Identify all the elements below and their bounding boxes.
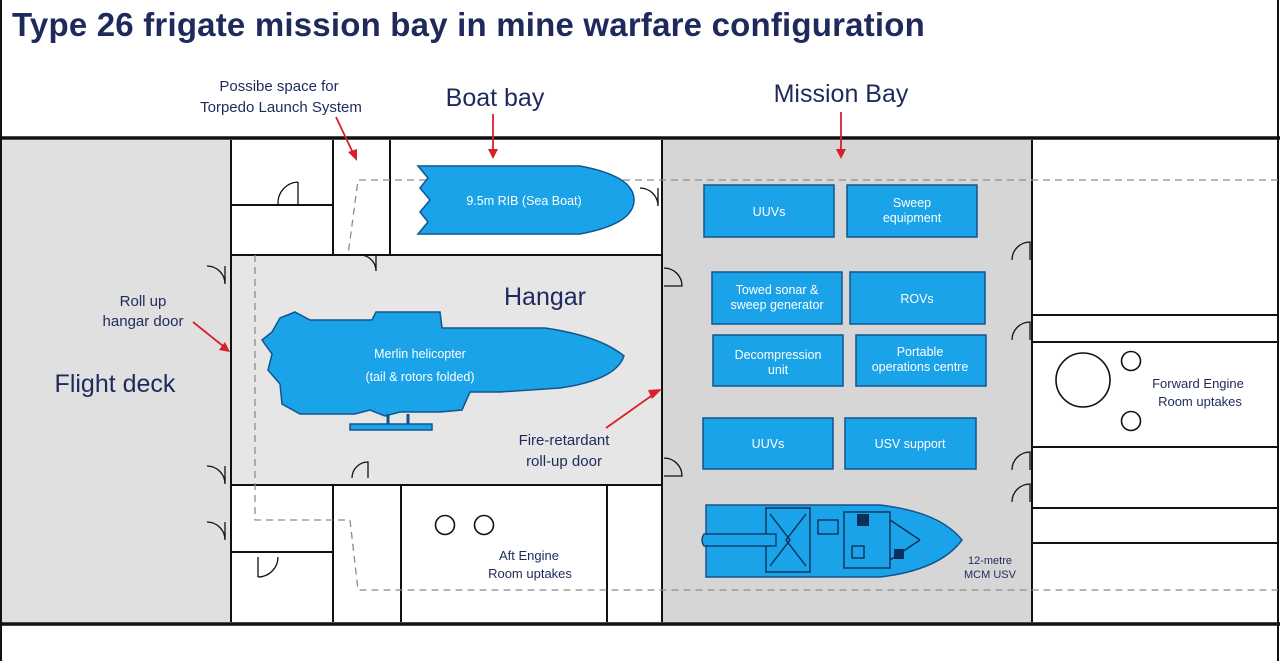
decomp-label: Decompression <box>735 348 822 362</box>
door-icon <box>663 267 683 287</box>
roll-up-label: Roll up <box>120 293 167 310</box>
forward-engine-label: Room uptakes <box>1158 394 1242 409</box>
usv-console <box>894 549 904 559</box>
door-icon <box>1011 451 1031 471</box>
door-icon <box>1011 241 1031 261</box>
portable-ops-box <box>855 334 987 387</box>
aft-engine-label: Room uptakes <box>488 566 572 581</box>
uuvs-label: UUVs <box>752 437 785 451</box>
uptake-circle <box>1120 410 1142 432</box>
door-icon <box>351 461 369 479</box>
torpedo-label: Possibe space for <box>219 78 338 95</box>
fire-door-arrow <box>605 393 655 429</box>
door-icon <box>663 457 683 477</box>
sweep-label: Sweep <box>893 196 931 210</box>
usv-support-box <box>844 417 977 470</box>
merlin-helicopter <box>260 311 625 417</box>
rovs-label: ROVs <box>900 292 933 306</box>
sea-boat-rib <box>416 165 635 235</box>
sweep-equipment-box <box>846 184 978 238</box>
uptake-circle <box>1055 352 1111 408</box>
door-icon <box>639 187 659 207</box>
forward-engine-label: Forward Engine <box>1152 376 1244 391</box>
uptake-circle <box>434 514 456 536</box>
diagram-title: Type 26 frigate mission bay in mine warf… <box>12 6 926 43</box>
hangar-label: Hangar <box>504 283 586 311</box>
door-icon <box>206 265 226 285</box>
sweep-label: equipment <box>883 211 942 225</box>
flight-deck-area <box>2 140 230 622</box>
roll-up-label: hangar door <box>103 313 184 330</box>
torpedo-arrow <box>335 116 354 154</box>
boat-bay-arrowhead <box>488 149 498 159</box>
uptake-circle <box>473 514 495 536</box>
dashed-outline <box>254 179 1278 591</box>
helicopter-label: Merlin helicopter <box>374 347 466 361</box>
flight-deck-label: Flight deck <box>55 370 176 398</box>
aft-engine-label: Aft Engine <box>499 548 559 563</box>
fire-door-label: roll-up door <box>526 453 602 470</box>
portable-label: operations centre <box>872 360 969 374</box>
torpedo-label: Torpedo Launch System <box>200 99 362 116</box>
door-icon <box>1011 483 1031 503</box>
portable-label: Portable <box>897 345 944 359</box>
door-icon <box>206 465 226 485</box>
usv-support-label: USV support <box>875 437 946 451</box>
usv-towed-device <box>701 533 777 547</box>
usv-label: 12-metre <box>968 555 1012 567</box>
fire-door-label: Fire-retardant <box>519 432 611 449</box>
uuvs-label: UUVs <box>753 205 786 219</box>
torpedo-arrowhead <box>348 149 357 161</box>
fire-door-arrowhead <box>648 389 662 399</box>
usv-console <box>857 514 869 526</box>
boat-bay-label: Boat bay <box>446 84 545 112</box>
decomp-label: unit <box>768 363 789 377</box>
roll-up-arrowhead <box>219 342 230 352</box>
mission-bay-arrowhead <box>836 149 846 159</box>
door-icon <box>257 556 279 578</box>
rib-label: 9.5m RIB (Sea Boat) <box>466 194 581 208</box>
uuvs-box <box>703 184 835 238</box>
helicopter-sublabel: (tail & rotors folded) <box>365 370 474 384</box>
door-icon <box>277 181 299 205</box>
decompression-unit-box <box>712 334 844 387</box>
door-icon <box>359 254 377 272</box>
towed-sonar-box <box>711 271 843 325</box>
uptake-circle <box>1120 350 1142 372</box>
mission-bay-label: Mission Bay <box>774 80 909 108</box>
door-icon <box>1011 321 1031 341</box>
hangar-wall <box>230 254 663 486</box>
roll-up-arrow <box>192 321 224 347</box>
rovs-box <box>849 271 986 325</box>
towed-label: sweep generator <box>730 298 823 312</box>
door-icon <box>206 521 226 541</box>
uuvs-box <box>702 417 834 470</box>
towed-label: Towed sonar & <box>736 283 819 297</box>
usv-label: MCM USV <box>964 569 1017 581</box>
helicopter-tail-rotor <box>349 423 433 431</box>
